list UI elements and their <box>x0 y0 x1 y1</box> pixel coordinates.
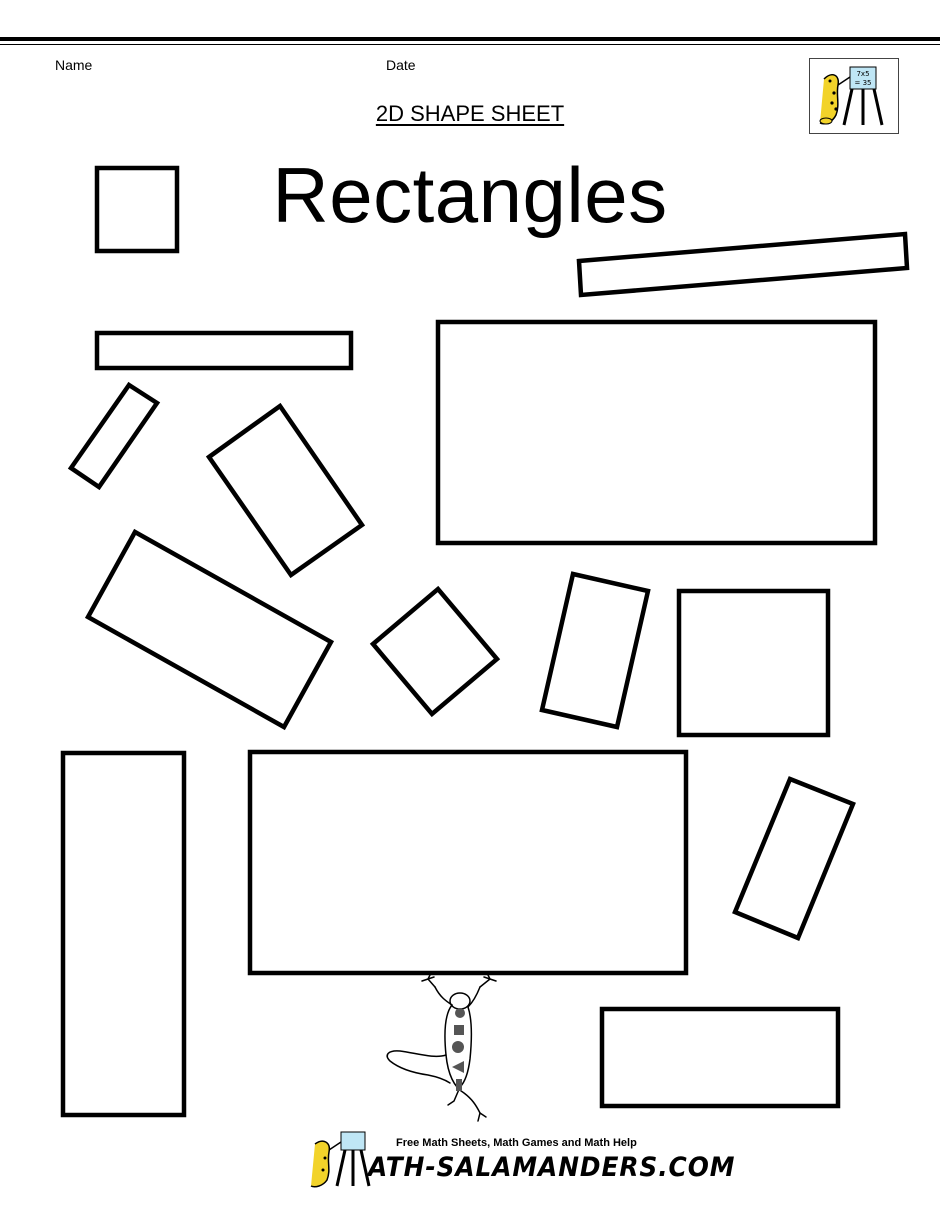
rectangle-shape <box>676 588 831 738</box>
rectangle-shape <box>576 231 910 298</box>
footer-tagline: Free Math Sheets, Math Games and Math He… <box>396 1137 637 1149</box>
logo-badge: 7x5 = 35 <box>809 58 899 134</box>
board-text-1: 7x5 <box>856 70 869 78</box>
rectangle-shape <box>732 776 856 941</box>
rectangle-shape <box>84 528 335 731</box>
salamander-teacher-icon: 7x5 = 35 <box>819 66 884 126</box>
rectangle-shape <box>247 749 689 976</box>
rectangle-shape <box>435 319 878 546</box>
sheet-title: Rectangles <box>272 151 668 239</box>
footer-logo-icon <box>310 1131 371 1188</box>
rectangle-shape <box>94 330 354 371</box>
rectangle-shape <box>67 381 161 491</box>
date-label: Date <box>386 57 416 73</box>
rectangle-shape <box>599 1006 841 1109</box>
sheet-subtitle: 2D SHAPE SHEET <box>375 101 565 126</box>
salamander-with-shapes-icon <box>386 975 497 1122</box>
rectangle-shape <box>369 585 501 718</box>
rectangle-shape <box>60 750 187 1118</box>
rectangle-shape <box>539 571 651 730</box>
footer-brand: ATH-SALAMANDERS.COM <box>368 1152 736 1183</box>
rectangle-shape <box>205 402 366 579</box>
rectangle-shape <box>94 165 180 254</box>
name-label: Name <box>55 57 93 73</box>
board-text-2: = 35 <box>855 79 872 87</box>
header-rule-thin <box>0 44 940 45</box>
header-rule-thick <box>0 37 940 41</box>
